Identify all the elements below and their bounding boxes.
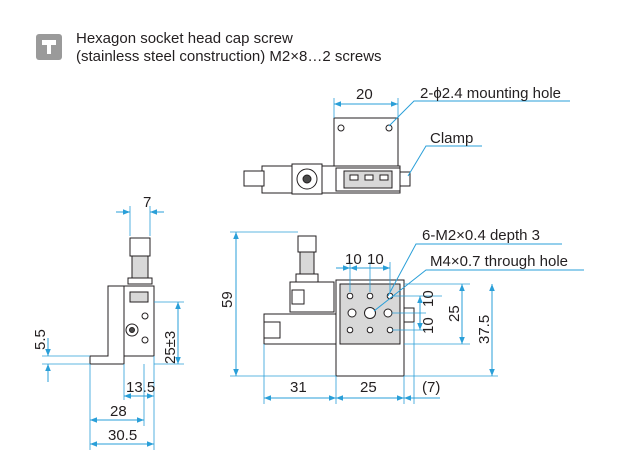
front-micrometer-head xyxy=(297,235,317,253)
dim-front-25-h: 25 xyxy=(360,379,377,396)
clamp-knob xyxy=(399,171,411,187)
dim-side-offset: 5.5 xyxy=(32,329,49,350)
dim-vpitch-a: 10 xyxy=(420,290,437,307)
leader-mounting-hole xyxy=(388,100,570,127)
note-line-1: Hexagon socket head cap screw xyxy=(76,30,293,47)
dim-vpitch-b: 10 xyxy=(420,317,437,334)
through-hole xyxy=(364,307,376,319)
label-mounting-hole: 2-ϕ2.4 mounting hole xyxy=(420,85,561,102)
leader-tapped-holes xyxy=(387,243,562,297)
leader-clamp xyxy=(407,145,482,177)
front-view: 59 10 10 10 10 25 37.5 31 25 (7) 6-M2×0.… xyxy=(219,227,584,404)
dim-top-width: 20 xyxy=(356,86,373,103)
side-micrometer-barrel xyxy=(131,255,149,279)
dim-front-31: 31 xyxy=(290,379,307,396)
dim-pitch-a: 10 xyxy=(345,251,362,268)
top-view: 20 2-ϕ2.4 mounting hole Clamp xyxy=(243,85,570,195)
dim-side-width: 7 xyxy=(143,194,151,211)
label-clamp: Clamp xyxy=(430,130,473,147)
spindle-stub xyxy=(243,170,265,187)
mounting-hole-right xyxy=(385,124,393,132)
mounting-hole-left xyxy=(337,124,345,132)
front-micrometer-barrel xyxy=(299,251,315,275)
side-bracket xyxy=(89,285,125,365)
side-micrometer-head xyxy=(129,237,151,257)
dim-front-37-5: 37.5 xyxy=(476,315,493,344)
note-text: Hexagon socket head cap screw (stainless… xyxy=(76,30,536,66)
leader-through-hole xyxy=(373,269,584,312)
dim-front-25-v: 25 xyxy=(446,305,463,322)
dim-side-28: 28 xyxy=(110,403,127,420)
side-view: 7 5.5 25±3 13.5 28 30.5 xyxy=(32,194,184,450)
dim-front-height: 59 xyxy=(219,291,236,308)
dim-side-30-5: 30.5 xyxy=(108,427,137,444)
note-line-2: (stainless steel construction) M2×8…2 sc… xyxy=(76,48,382,65)
front-clamp-knob xyxy=(403,307,415,323)
label-tapped-holes: 6-M2×0.4 depth 3 xyxy=(422,227,540,244)
label-through-hole: M4×0.7 through hole xyxy=(430,253,568,270)
socket-head-screw-icon xyxy=(36,34,62,60)
dim-pitch-b: 10 xyxy=(367,251,384,268)
dim-front-7: (7) xyxy=(422,379,440,396)
dim-side-stroke: 25±3 xyxy=(162,331,179,364)
dim-side-13-5: 13.5 xyxy=(126,379,155,396)
front-spindle xyxy=(263,321,281,339)
